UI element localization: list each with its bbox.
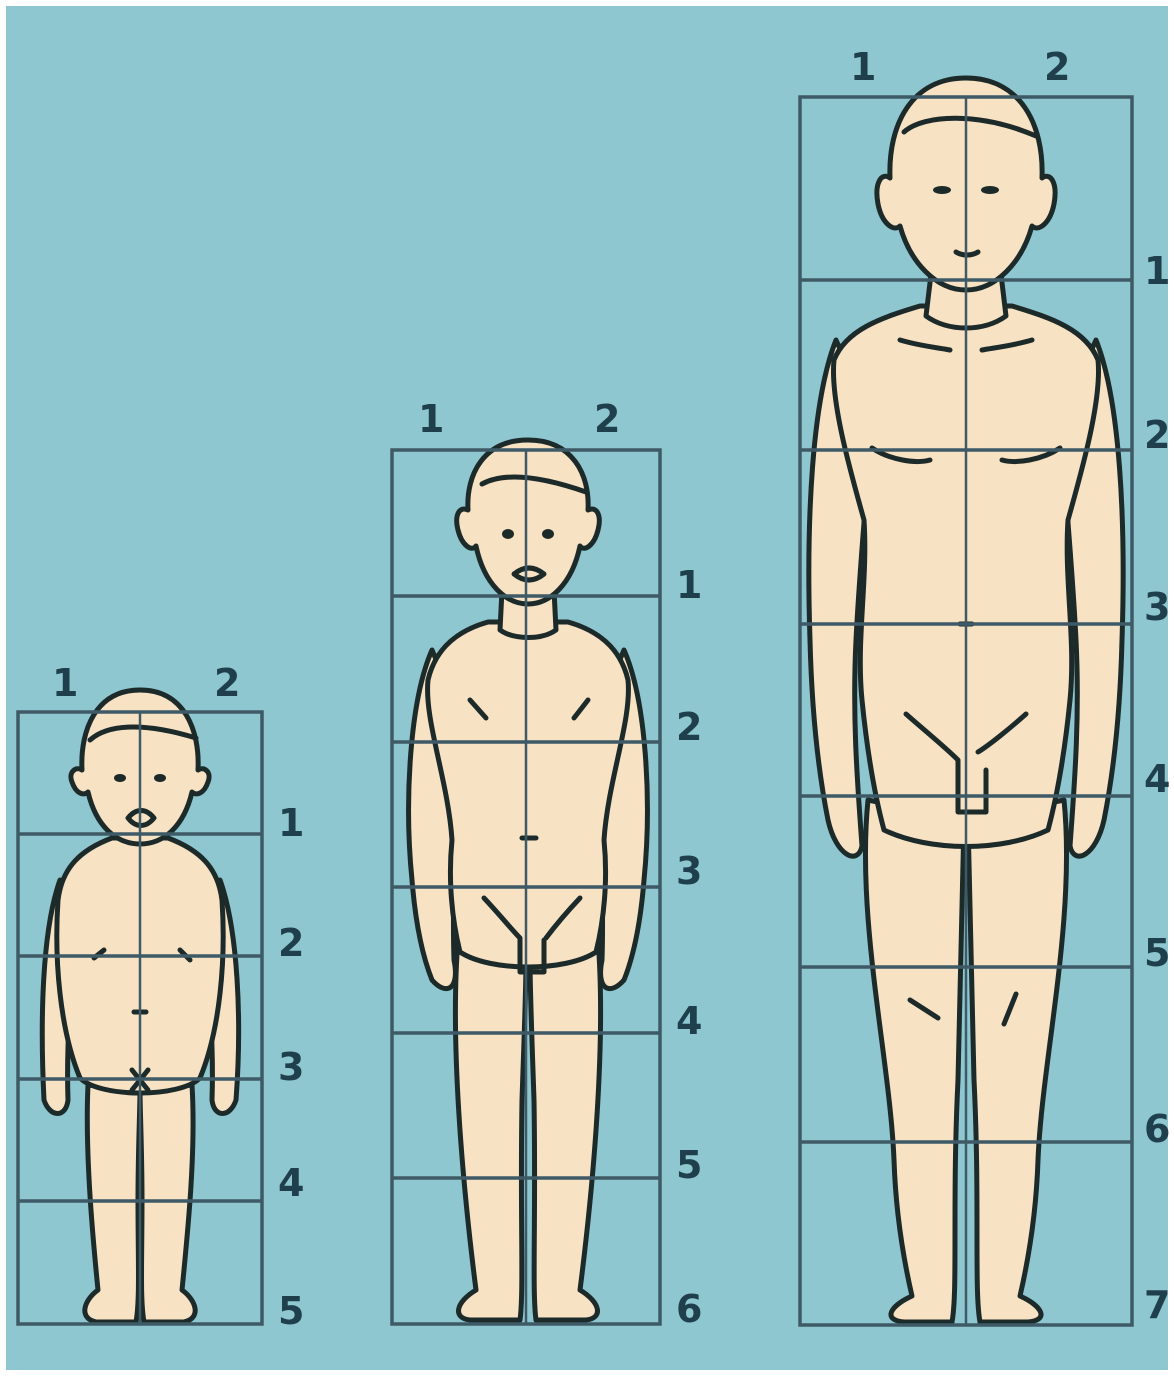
toddler-row-label-1: 1 bbox=[278, 801, 304, 845]
adult-column-label-2: 2 bbox=[1044, 45, 1070, 89]
child-row-label-2: 2 bbox=[676, 705, 702, 749]
toddler-column-label-2: 2 bbox=[214, 661, 240, 705]
toddler-row-label-2: 2 bbox=[278, 921, 304, 965]
toddler-column-label-1: 1 bbox=[52, 661, 78, 705]
adult-row-label-6: 6 bbox=[1144, 1107, 1170, 1151]
adult-column-label-1: 1 bbox=[850, 45, 876, 89]
child-row-label-5: 5 bbox=[676, 1143, 702, 1187]
adult-row-label-2: 2 bbox=[1144, 413, 1170, 457]
child-column-label-2: 2 bbox=[594, 397, 620, 441]
child-column-label-1: 1 bbox=[418, 397, 444, 441]
adult-row-label-7: 7 bbox=[1144, 1283, 1170, 1327]
child-row-label-1: 1 bbox=[676, 563, 702, 607]
toddler-row-label-3: 3 bbox=[278, 1045, 304, 1089]
toddler-row-label-4: 4 bbox=[278, 1161, 304, 1205]
child-row-label-3: 3 bbox=[676, 849, 702, 893]
adult-row-label-3: 3 bbox=[1144, 585, 1170, 629]
adult-row-label-5: 5 bbox=[1144, 931, 1170, 975]
adult-row-label-4: 4 bbox=[1144, 757, 1170, 801]
toddler-row-label-5: 5 bbox=[278, 1289, 304, 1333]
child-row-label-6: 6 bbox=[676, 1287, 702, 1331]
child-row-label-4: 4 bbox=[676, 999, 702, 1043]
adult-row-label-1: 1 bbox=[1144, 249, 1170, 293]
